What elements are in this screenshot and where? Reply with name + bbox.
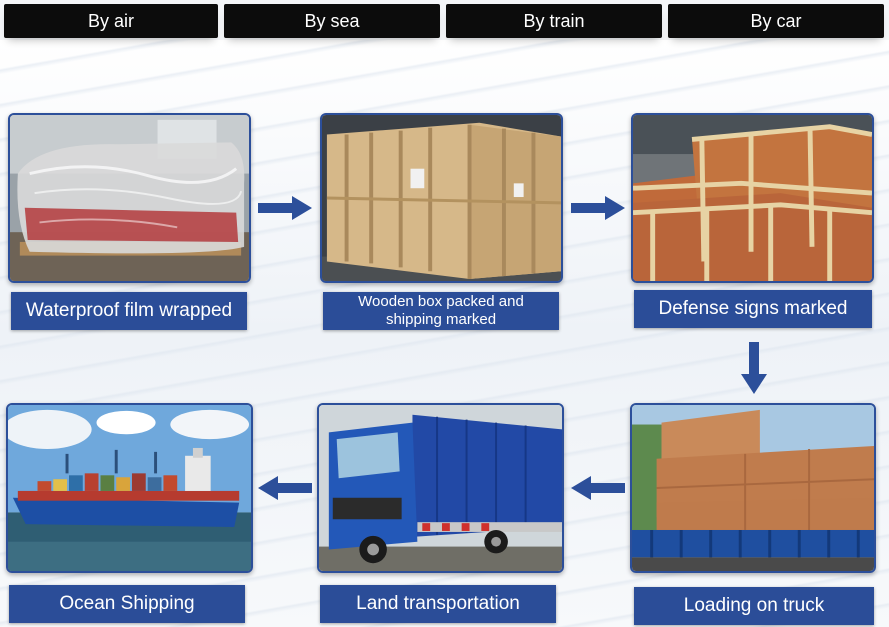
arrow-left-icon xyxy=(571,476,625,500)
arrow-right-icon xyxy=(258,196,312,220)
label-defense-signs: Defense signs marked xyxy=(634,290,872,328)
photo-crate-signs xyxy=(631,113,874,283)
label-ocean-shipping: Ocean Shipping xyxy=(9,585,245,623)
photo-crates-on-truck xyxy=(630,403,876,573)
photo-blue-truck xyxy=(317,403,564,573)
label-land-transportation: Land transportation xyxy=(320,585,556,623)
tab-by-sea[interactable]: By sea xyxy=(224,4,440,38)
arrow-right-icon xyxy=(571,196,625,220)
label-wooden-box-line1: Wooden box packed and xyxy=(358,293,524,310)
arrow-left-icon xyxy=(258,476,312,500)
photo-wooden-box xyxy=(320,113,563,283)
label-loading-on-truck: Loading on truck xyxy=(634,587,874,625)
label-wooden-box: Wooden box packed and shipping marked xyxy=(323,292,559,330)
tab-by-train[interactable]: By train xyxy=(446,4,662,38)
label-wooden-box-line2: shipping marked xyxy=(385,311,497,328)
photo-film-wrapped-machine xyxy=(8,113,251,283)
label-waterproof-film: Waterproof film wrapped xyxy=(11,292,247,330)
tab-by-car[interactable]: By car xyxy=(668,4,884,38)
arrow-down-icon xyxy=(741,342,767,394)
photo-container-ship xyxy=(6,403,253,573)
tab-by-air[interactable]: By air xyxy=(4,4,218,38)
